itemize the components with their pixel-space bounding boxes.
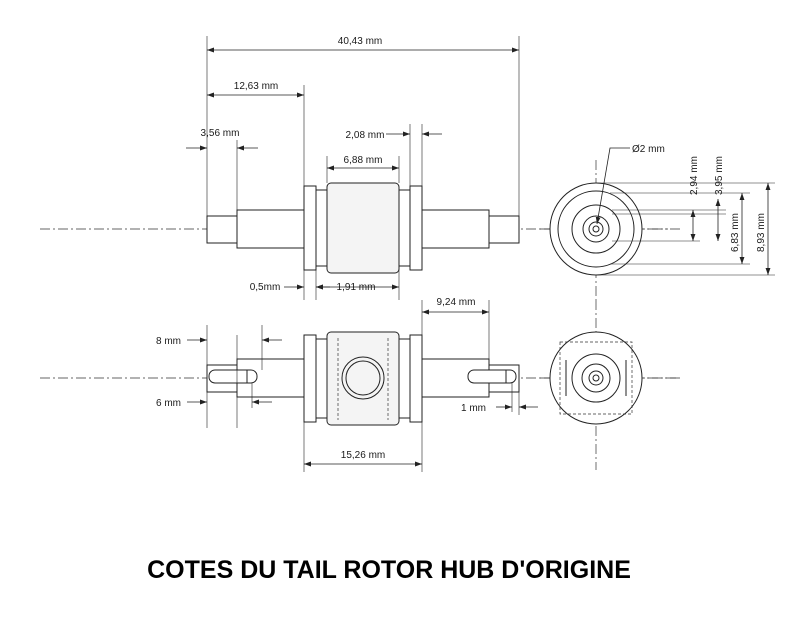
end-center-hole	[592, 225, 600, 233]
label-395: 3,95 mm	[714, 156, 725, 195]
end-view-dimensions	[595, 147, 775, 276]
bottom-dimension-labels: 9,24 mm 8 mm 6 mm 1 mm 15,26 mm	[156, 297, 486, 461]
label-inner-gap: 1,91 mm	[337, 282, 376, 293]
hole-leader	[595, 147, 630, 225]
bottom-center-bore	[341, 356, 385, 400]
right-shaft-tip	[488, 215, 520, 244]
label-shaft-tip: 3,56 mm	[201, 128, 240, 139]
left-shaft	[236, 209, 305, 249]
end-outer-disc	[549, 182, 643, 276]
bottom-extension-lines	[206, 300, 520, 472]
label-8mm: 8 mm	[156, 336, 181, 347]
label-1mm: 1 mm	[461, 403, 486, 414]
right-shaft	[421, 209, 490, 249]
label-hole-diameter: Ø2 mm	[632, 144, 665, 155]
page-title: COTES DU TAIL ROTOR HUB D'ORIGINE	[147, 556, 631, 584]
end-view-labels: Ø2 mm 2,94 mm 3,95 mm 6,83 mm 8,93 mm	[632, 144, 767, 252]
label-overall-length: 40,43 mm	[338, 36, 382, 47]
label-683: 6,83 mm	[730, 213, 741, 252]
top-dimension-lines	[186, 47, 519, 290]
top-side-view	[40, 182, 680, 274]
label-pin-offset: 9,24 mm	[437, 297, 476, 308]
bottom-right-outer-flange	[409, 334, 423, 423]
bottom-dimension-lines	[187, 309, 538, 467]
label-294: 2,94 mm	[689, 156, 700, 195]
label-6mm: 6 mm	[156, 398, 181, 409]
label-shaft-to-hub: 12,63 mm	[234, 81, 278, 92]
bottom-left-outer-flange	[303, 334, 317, 423]
bottom-side-view	[40, 331, 680, 426]
left-inner-flange	[315, 189, 328, 267]
bottom-end-outer-disc	[549, 331, 643, 425]
label-893: 8,93 mm	[756, 213, 767, 252]
bottom-end-hole	[592, 374, 600, 382]
label-outer-gap: 2,08 mm	[346, 130, 385, 141]
label-hub-length: 15,26 mm	[341, 450, 385, 461]
left-outer-flange	[303, 185, 317, 271]
label-flange-thickness: 0,5mm	[250, 282, 281, 293]
left-shaft-tip	[206, 215, 238, 244]
right-inner-flange	[398, 189, 411, 267]
right-outer-flange	[409, 185, 423, 271]
center-body	[326, 182, 400, 274]
label-center-body: 6,88 mm	[344, 155, 383, 166]
bottom-end-view	[540, 300, 678, 470]
top-extension-lines	[206, 36, 520, 300]
top-dimension-labels: 40,43 mm 12,63 mm 3,56 mm 2,08 mm 6,88 m…	[201, 36, 385, 293]
bottom-left-pin	[208, 369, 258, 384]
bottom-right-pin	[467, 369, 517, 384]
